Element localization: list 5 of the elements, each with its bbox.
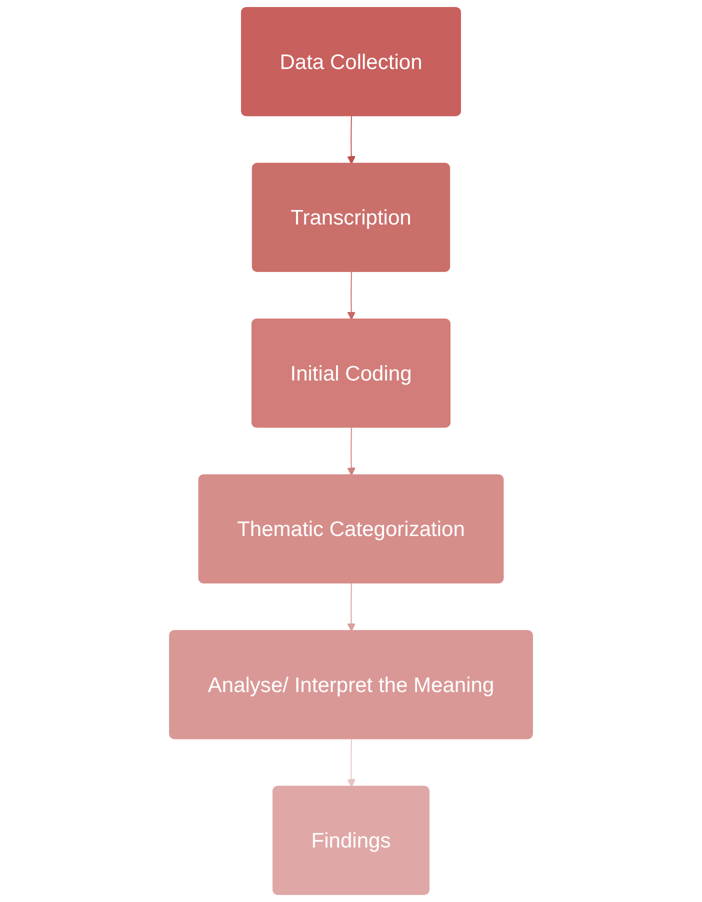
arrow [347, 582, 356, 632]
arrow [347, 116, 356, 164]
arrow [347, 271, 356, 320]
arrow [347, 427, 356, 476]
arrow [347, 738, 356, 788]
